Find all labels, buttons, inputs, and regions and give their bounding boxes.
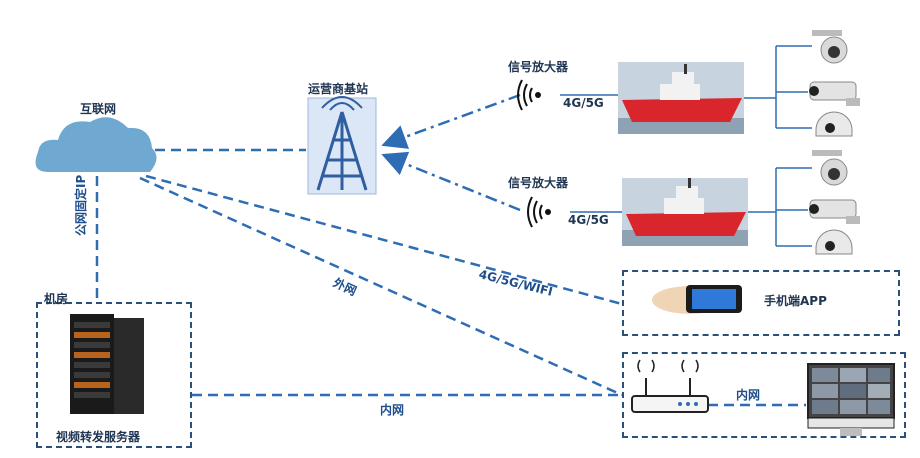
antenna-icon [517,79,541,111]
net-top-label: 4G/5G [563,96,604,110]
camera-icon [815,229,853,255]
ship-image [618,62,744,134]
mobile-app-box [622,270,900,336]
camera-links-bottom [748,167,812,247]
server-label: 视频转发服务器 [56,430,141,444]
monitor-icon [807,363,895,436]
camera-icon [809,199,860,224]
ship-image [622,178,748,246]
intranet-left-label: 内网 [380,403,405,417]
link-cloud-phone [145,174,623,306]
amplifier-bottom-label: 信号放大器 [508,176,569,190]
link-amp-top-station [381,93,521,149]
router-icon [631,359,709,413]
camera-icon [809,81,860,106]
link-cloud-router [139,176,623,397]
cloud-icon [35,117,157,172]
antenna-icon [527,196,551,228]
mobile-app-label: 手机端APP [764,294,827,308]
internet-label: 互联网 [80,102,117,116]
machine-room-box [36,302,192,448]
intranet-right-label: 内网 [736,388,761,402]
public-ip-label: 公网固定IP [74,174,88,236]
link-amp-bottom-station [381,151,521,212]
camera-icon [812,30,848,64]
camera-icon [812,150,848,186]
amplifier-top-label: 信号放大器 [508,60,569,74]
base-station-label: 运营商基站 [308,82,369,96]
phone-icon [652,285,742,314]
machine-room-label: 机房 [44,292,69,306]
camera-links-top [744,45,812,129]
camera-icon [815,111,853,137]
tower-icon [307,96,377,195]
intranet-box [622,352,906,438]
net-bottom-label: 4G/5G [568,213,609,227]
server-rack-icon [70,314,144,414]
